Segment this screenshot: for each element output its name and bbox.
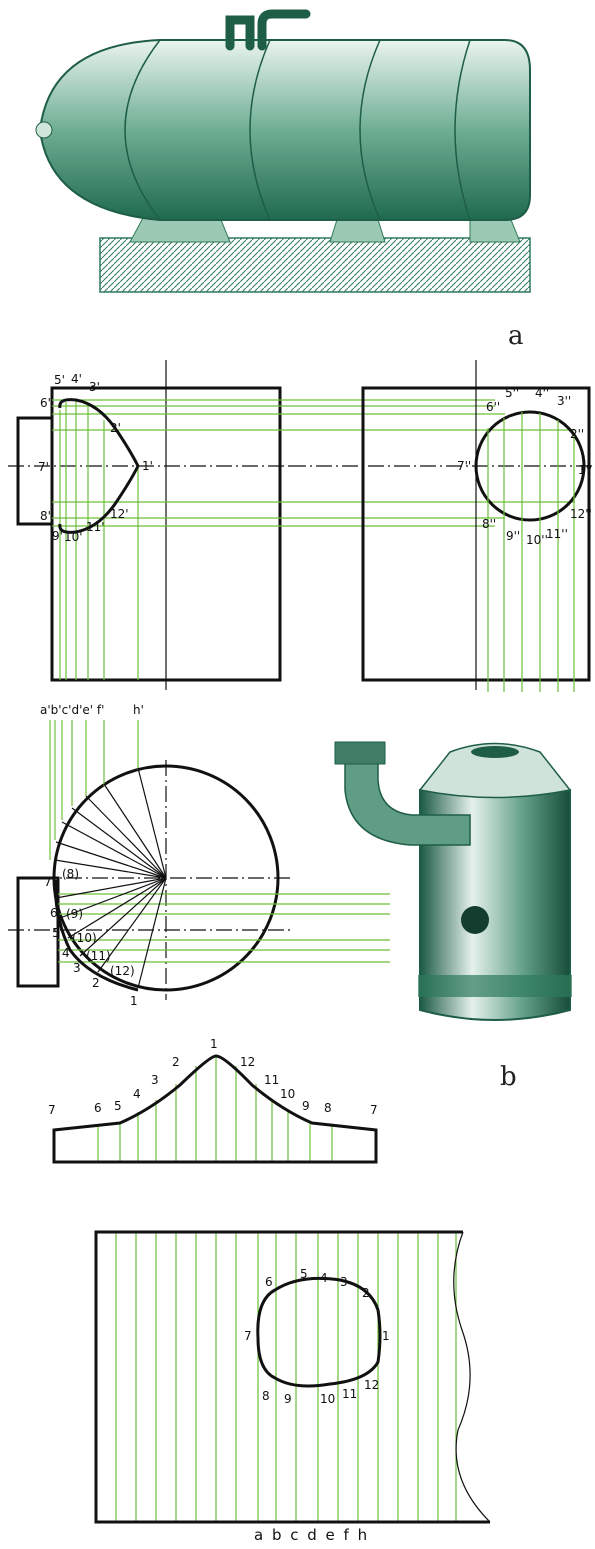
- front-view: [8, 360, 575, 690]
- point-label: 7': [38, 460, 49, 474]
- point-label: 9'': [506, 529, 520, 543]
- point-label: 4: [133, 1087, 141, 1101]
- point-label: (9): [66, 907, 83, 921]
- point-label: 12: [364, 1378, 379, 1392]
- point-label: 1'': [578, 463, 592, 477]
- sheet-letters: a b c d e f h: [254, 1526, 369, 1544]
- point-label: 7: [370, 1103, 378, 1117]
- point-label: 6: [265, 1275, 273, 1289]
- point-label: 11': [86, 520, 105, 534]
- point-label: 12: [240, 1055, 255, 1069]
- point-label: 4: [62, 946, 70, 960]
- point-label: (8): [62, 867, 79, 881]
- development-profile: [52, 1054, 378, 1164]
- point-label: 2: [362, 1286, 370, 1300]
- point-label: 6: [50, 906, 58, 920]
- point-label: 12': [110, 507, 129, 521]
- point-label: (12): [110, 964, 135, 978]
- point-label: 6: [94, 1101, 102, 1115]
- point-label: 5: [300, 1267, 308, 1281]
- point-label: 7: [44, 875, 52, 889]
- side-view: [290, 360, 595, 692]
- auxiliary-view-labels: a'b'c'd'e' f' h' 7 (8) 6 (9) 5 (10) 4 (1…: [40, 703, 144, 1008]
- point-label: 3'': [557, 394, 571, 408]
- point-label: 1': [142, 459, 153, 473]
- point-label: 11'': [546, 527, 568, 541]
- point-label: a'b'c'd'e' f': [40, 703, 104, 717]
- point-label: 2'': [570, 427, 584, 441]
- point-label: 1: [210, 1037, 218, 1051]
- point-label: 3: [151, 1073, 159, 1087]
- point-label: 8'': [482, 517, 496, 531]
- point-label: 4'': [535, 386, 549, 400]
- caption-a: a: [508, 321, 524, 351]
- point-label: 10: [320, 1392, 335, 1406]
- point-label: 10'': [526, 533, 548, 547]
- development-profile-labels: 7 6 5 4 3 2 1 12 11 10 9 8 7: [48, 1037, 378, 1117]
- point-label: 11: [264, 1073, 279, 1087]
- point-label: 6': [40, 396, 51, 410]
- point-label: 2': [110, 421, 121, 435]
- point-label: 4': [71, 372, 82, 386]
- point-label: 8': [40, 509, 51, 523]
- caption-b: b: [500, 1062, 517, 1092]
- point-label: (10): [72, 931, 97, 945]
- point-label: 5': [54, 373, 65, 387]
- horizontal-tank-illustration: [35, 9, 531, 293]
- point-label: 8: [262, 1389, 270, 1403]
- point-label: 6'': [486, 400, 500, 414]
- point-label: 5: [114, 1099, 122, 1113]
- point-label: 3: [340, 1275, 348, 1289]
- sheet-development: [94, 1230, 491, 1524]
- auxiliary-view: [8, 720, 390, 1000]
- point-label: 7'': [457, 459, 471, 473]
- point-label: 9: [284, 1392, 292, 1406]
- point-label: 3: [73, 961, 81, 975]
- point-label: 5'': [505, 386, 519, 400]
- point-label: 12'': [570, 507, 592, 521]
- point-label: (11): [86, 949, 111, 963]
- vertical-vessel-illustration: [334, 741, 572, 1021]
- sheet-hole-labels: 1 2 3 4 5 6 7 8 9 10 11 12 a b c d e f h: [244, 1267, 390, 1544]
- point-label: 7: [244, 1329, 252, 1343]
- point-label: h': [133, 703, 144, 717]
- point-label: 5: [52, 926, 60, 940]
- point-label: 9: [302, 1099, 310, 1113]
- point-label: 1: [382, 1329, 390, 1343]
- front-view-labels: 5' 4' 3' 2' 6' 7' 1' 12' 8' 9' 10' 11': [38, 372, 153, 544]
- point-label: 10': [64, 530, 83, 544]
- point-label: 1: [130, 994, 138, 1008]
- point-label: 8: [324, 1101, 332, 1115]
- point-label: 3': [89, 380, 100, 394]
- point-label: 9': [52, 529, 63, 543]
- point-label: 2: [92, 976, 100, 990]
- point-label: 2: [172, 1055, 180, 1069]
- point-label: 11: [342, 1387, 357, 1401]
- side-view-labels: 6'' 5'' 4'' 3'' 2'' 7'' 1'' 12'' 8'' 9''…: [457, 386, 592, 547]
- point-label: 4: [320, 1271, 328, 1285]
- point-label: 10: [280, 1087, 295, 1101]
- point-label: 7: [48, 1103, 56, 1117]
